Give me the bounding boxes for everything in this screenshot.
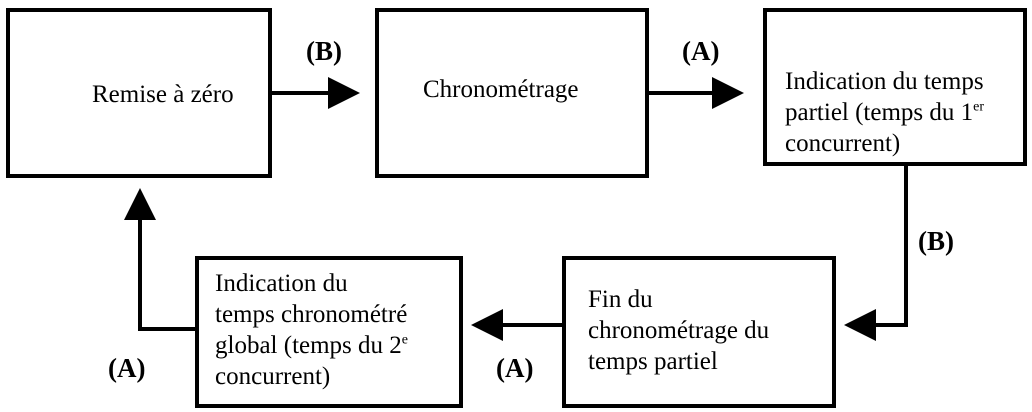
box-end-partial: Fin du chronométrage du temps partiel — [562, 256, 836, 408]
box-timing: Chronométrage — [375, 8, 649, 178]
box-global-time-text: Indication du temps chronométré global (… — [215, 268, 408, 392]
box-end-partial-line-3: temps partiel — [588, 348, 718, 375]
box-reset: Remise à zéro — [6, 8, 272, 178]
box-global-sup: e — [401, 332, 408, 348]
box-partial-line-1: Indication du temps — [785, 68, 984, 95]
box-end-partial-text: Fin du chronométrage du temps partiel — [588, 284, 769, 377]
arrow-global-to-reset — [124, 188, 198, 331]
box-timing-text: Chronométrage — [423, 76, 579, 103]
label-global-to-reset: (A) — [108, 353, 146, 383]
arrow-partial-to-end — [844, 165, 908, 341]
box-partial-line-3: concurrent) — [785, 130, 901, 157]
box-partial-line-2: partiel (temps du 1er — [785, 99, 985, 126]
label-partial-to-end: (B) — [918, 226, 954, 256]
box-global-line-4: concurrent) — [215, 363, 331, 390]
box-end-partial-line-2: chronométrage du — [588, 317, 770, 344]
box-global-line-3: global (temps du 2e — [215, 332, 408, 359]
box-global-time: Indication du temps chronométré global (… — [195, 256, 463, 408]
box-end-partial-line-1: Fin du — [588, 286, 653, 313]
box-partial-time: Indication du temps partiel (temps du 1e… — [763, 8, 1027, 166]
label-reset-to-timing: (B) — [306, 36, 342, 66]
label-end-to-global: (A) — [496, 353, 534, 383]
box-partial-time-text: Indication du temps partiel (temps du 1e… — [785, 66, 984, 159]
box-partial-sup: er — [973, 99, 985, 115]
box-global-line-2: temps chronométré — [215, 301, 408, 328]
box-reset-text: Remise à zéro — [92, 81, 234, 108]
label-timing-to-partial: (A) — [682, 36, 720, 66]
box-global-line-1: Indication du — [215, 270, 348, 297]
